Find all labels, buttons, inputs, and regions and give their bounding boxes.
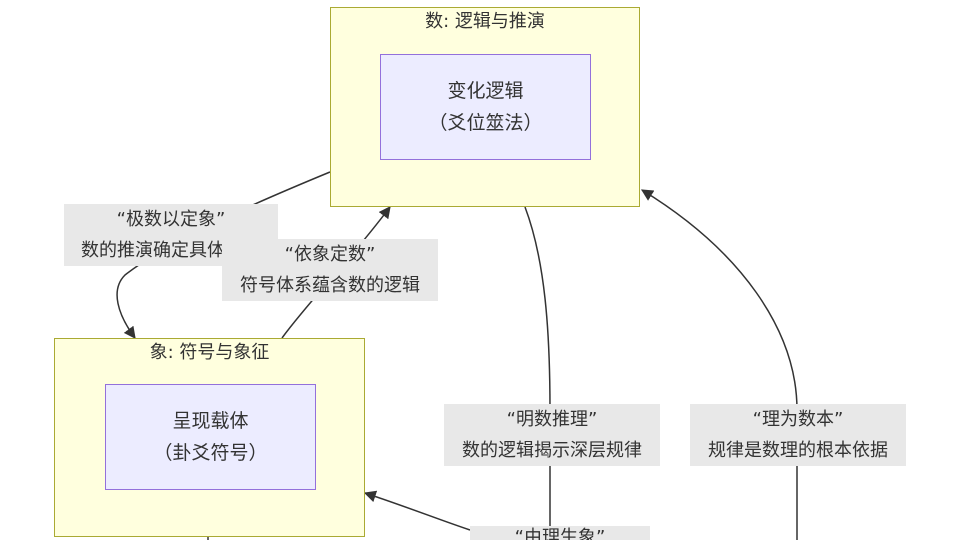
edge-label-yixiang: “依象定数” 符号体系蕴含数的逻辑 — [222, 239, 438, 301]
node-carrier-line2: （卦爻符号） — [153, 442, 268, 464]
node-logic-line1: 变化逻辑 — [447, 80, 524, 102]
edge-label-jishu-line2: 数的推演确定具体符号 — [81, 240, 261, 261]
cluster-shu: 数: 逻辑与推演 变化逻辑 （爻位筮法） — [330, 7, 640, 207]
edge-label-youli-line1: “由理生象” — [514, 527, 606, 540]
edge-label-mingshu-line2: 数的逻辑揭示深层规律 — [462, 440, 642, 461]
cluster-xiang-title: 象: 符号与象征 — [149, 342, 270, 363]
cluster-xiang: 象: 符号与象征 呈现载体 （卦爻符号） — [54, 338, 365, 537]
edge-mingshu — [524, 206, 551, 540]
edge-label-mingshu: “明数推理” 数的逻辑揭示深层规律 — [444, 404, 660, 466]
edge-label-liwei-line1: “理为数本” — [752, 409, 844, 430]
node-logic: 变化逻辑 （爻位筮法） — [380, 54, 591, 160]
edge-youli — [363, 490, 471, 531]
edge-label-mingshu-line1: “明数推理” — [506, 409, 598, 430]
edge-label-youli: “由理生象” — [470, 526, 650, 540]
edge-liwei — [640, 189, 798, 540]
cluster-shu-title: 数: 逻辑与推演 — [425, 11, 545, 32]
edge-label-yixiang-line2: 符号体系蕴含数的逻辑 — [240, 275, 420, 296]
node-carrier: 呈现载体 （卦爻符号） — [105, 384, 316, 490]
edge-label-jishu-line1: “极数以定象” — [116, 209, 226, 230]
edge-label-liwei: “理为数本” 规律是数理的根本依据 — [690, 404, 906, 466]
node-carrier-line1: 呈现载体 — [172, 410, 249, 432]
edge-label-liwei-line2: 规律是数理的根本依据 — [708, 440, 888, 461]
edge-label-yixiang-line1: “依象定数” — [284, 244, 376, 265]
node-logic-line2: （爻位筮法） — [428, 112, 543, 134]
